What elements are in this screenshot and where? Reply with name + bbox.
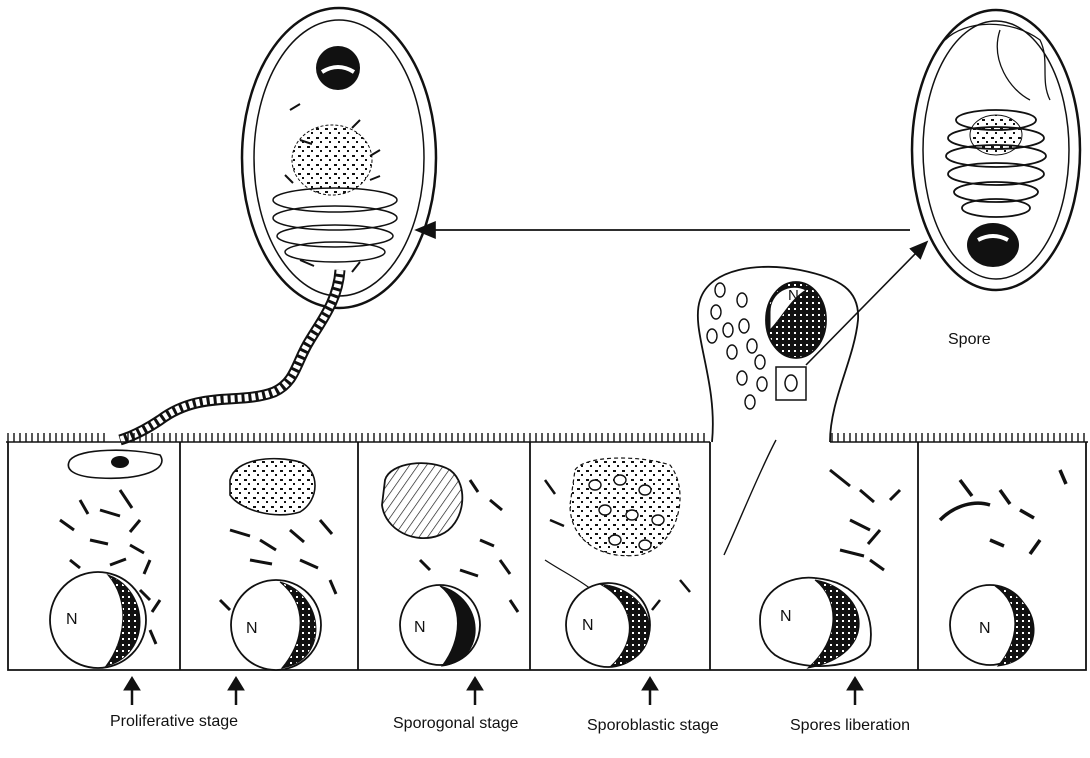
nucleus-label-cell-2: N — [246, 620, 258, 638]
proliferative-stage-label: Proliferative stage — [110, 713, 238, 731]
arrow-up-icon — [124, 677, 140, 705]
microvilli-border-left — [8, 433, 704, 442]
arrow-up-icon — [642, 677, 658, 705]
sporogonal-stage-label: Sporogonal stage — [393, 715, 518, 733]
cell-2-proliferative — [220, 459, 336, 670]
spore-anchoring-disc — [316, 46, 360, 90]
cell-6 — [940, 470, 1066, 666]
arrow-up-icon — [467, 677, 483, 705]
germinating-spore — [120, 8, 436, 440]
arrow-up-icon — [228, 677, 244, 705]
nucleus-label-cell-3: N — [414, 619, 426, 637]
spore-label: Spore — [948, 331, 991, 349]
cell-3-sporogonal — [382, 463, 518, 666]
nucleus-label-protrusion: N — [788, 287, 799, 304]
nucleus-label-cell-5: N — [780, 608, 792, 626]
arrow-up-icon — [847, 677, 863, 705]
nucleus-label-cell-1: N — [66, 611, 78, 629]
liberated-spores — [707, 283, 767, 409]
mature-spore-posterior-body — [967, 223, 1019, 267]
cell-5-liberation — [760, 470, 900, 668]
nucleus-label-cell-4: N — [582, 617, 594, 635]
microvilli-border-right — [832, 433, 1084, 442]
cell-1-proliferative — [50, 450, 162, 668]
cell-4-sporoblastic — [545, 458, 690, 667]
nucleus-label-cell-6: N — [979, 620, 991, 638]
polar-filament-coils — [273, 188, 397, 262]
polar-tube — [120, 270, 340, 440]
mature-spore — [912, 10, 1080, 290]
stage-arrows — [124, 677, 863, 705]
host-epithelium — [6, 433, 1088, 670]
sporoblastic-stage-label: Sporoblastic stage — [587, 717, 719, 735]
spores-liberation-label: Spores liberation — [790, 717, 910, 735]
